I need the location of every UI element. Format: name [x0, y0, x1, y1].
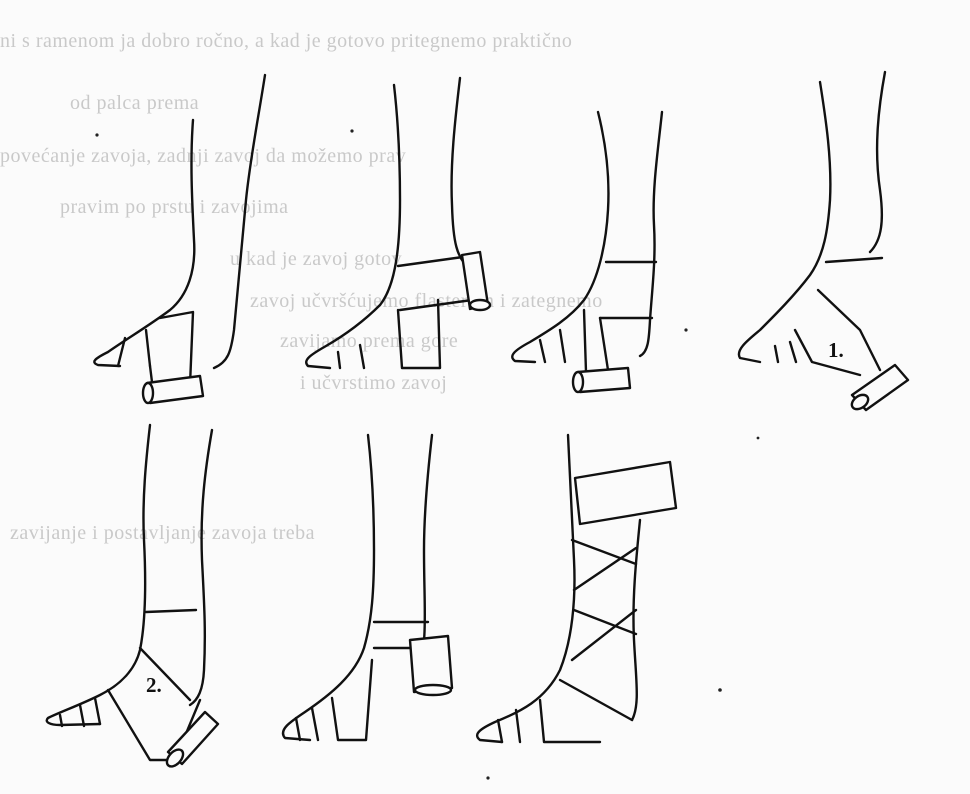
- leg-front-outline: [306, 85, 400, 368]
- leg-front-outline: [283, 435, 374, 740]
- bandage-band: [398, 256, 472, 310]
- leg-front-outline: [477, 435, 574, 742]
- bandage-toe-wrap: [118, 312, 193, 385]
- leg-front-outline: [739, 82, 830, 362]
- bandage-roll: [578, 368, 630, 392]
- bandage-diagonal-wrap: [60, 648, 190, 726]
- figure-foot-step-1: 1.: [739, 72, 908, 412]
- leg-back-outline: [424, 435, 432, 640]
- bandage-foot-wrap: [540, 310, 608, 372]
- bandage-tail: [150, 366, 152, 382]
- bandage-ankle-band: [600, 262, 656, 318]
- bandage-roll-end: [143, 383, 153, 403]
- bandage-ankle-band: [146, 610, 196, 612]
- step-label-2: 2.: [146, 673, 162, 697]
- leg-back-outline: [640, 112, 662, 356]
- bandage-roll: [147, 376, 203, 403]
- figure-foot-step-2: 2.: [47, 425, 218, 769]
- leg-back-outline: [190, 430, 212, 705]
- bandage-roll-end: [164, 747, 186, 770]
- figure-foot-step-f: [283, 435, 452, 740]
- figure-foot-step-c: [512, 112, 662, 392]
- bandage-roll-end: [573, 372, 583, 392]
- bandage-roll-end: [415, 685, 451, 695]
- bandage-foot-wrap: [296, 660, 372, 740]
- bandage-ankle-band: [826, 258, 882, 262]
- figure-foot-step-a: [94, 75, 265, 403]
- leg-front-outline: [47, 425, 150, 725]
- bandage-roll-end: [470, 300, 490, 310]
- figure-foot-completed: [477, 435, 676, 742]
- figure-foot-step-b: [306, 78, 490, 368]
- bandage-foot-wrap: [338, 300, 440, 368]
- leg-front-outline: [94, 120, 194, 366]
- step-label-1: 1.: [828, 338, 844, 362]
- leg-back-outline: [452, 78, 472, 270]
- bandage-roll: [410, 636, 452, 692]
- leg-back-outline: [870, 72, 885, 252]
- leg-front-outline: [512, 112, 608, 362]
- bandage-roll: [575, 462, 676, 524]
- leg-back-outline: [214, 75, 265, 368]
